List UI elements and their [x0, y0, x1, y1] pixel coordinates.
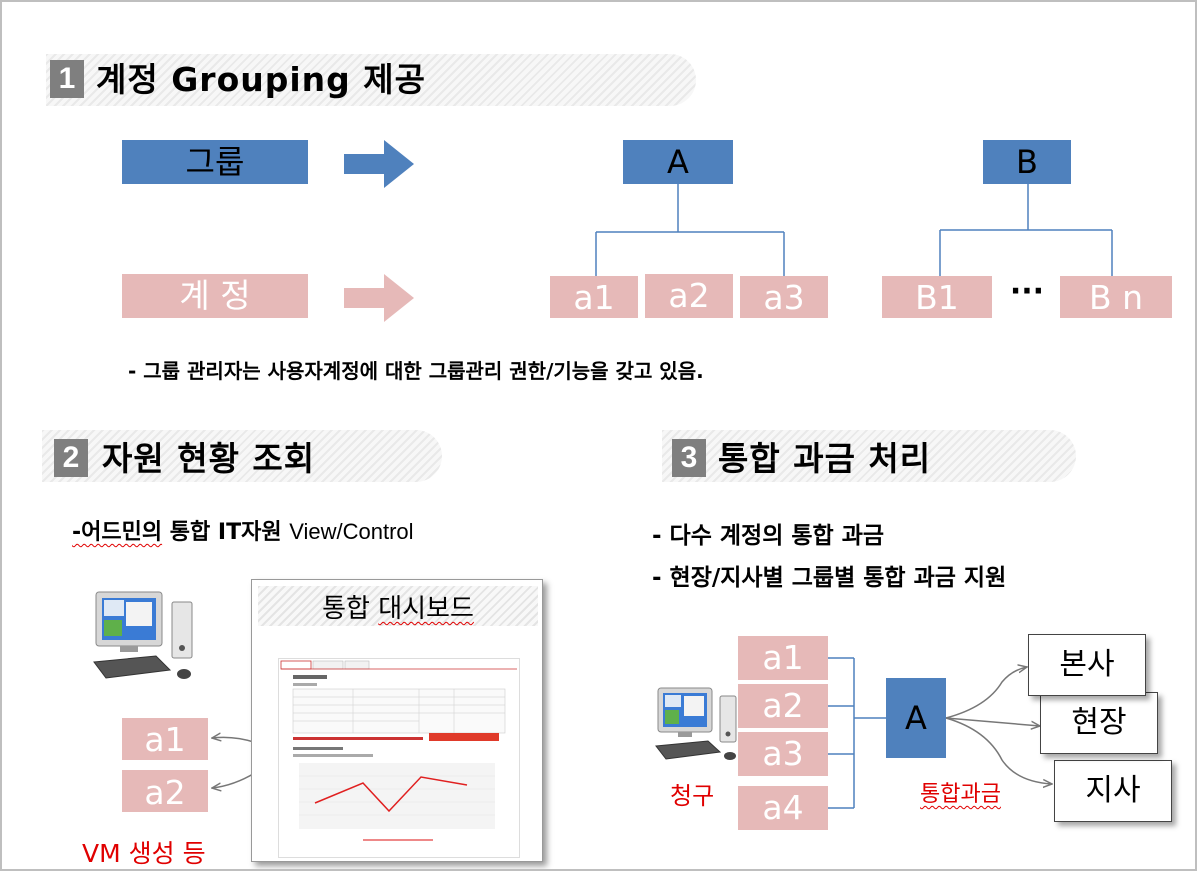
- account-a3-box: a3: [740, 276, 828, 318]
- account-b1-box: B1: [882, 276, 992, 318]
- tree-b-lines: [939, 184, 1113, 276]
- ellipsis: ···: [1009, 274, 1045, 309]
- account-a2-box: a2: [645, 274, 733, 318]
- bill-account-a2-box: a2: [738, 684, 828, 728]
- vm-create-caption: VM 생성 등: [82, 839, 206, 868]
- billing-bullet-1: - 다수 계정의 통합 과금: [652, 523, 885, 549]
- sec2-account-a1-box: a1: [122, 718, 208, 760]
- section2-number: 2: [54, 439, 88, 477]
- dashboard-thumbnail-image: [280, 660, 517, 841]
- billing-bullet-2: - 현장/지사별 그룹별 통합 과금 지원: [652, 565, 1007, 591]
- account-a1-box: a1: [550, 276, 638, 318]
- target-site-box: 현장: [1040, 692, 1158, 754]
- group-label-box: 그룹: [122, 140, 308, 184]
- section1-number: 1: [50, 60, 84, 98]
- target-hq-box: 본사: [1028, 634, 1146, 696]
- group-arrow-icon: [344, 140, 414, 188]
- bill-account-a3-box: a3: [738, 732, 828, 776]
- section1-header-band: [46, 54, 696, 106]
- account-label-box: 계 정: [122, 274, 308, 318]
- billing-tree-lines: [828, 657, 886, 809]
- section3-header-band: [662, 430, 1076, 482]
- dashboard-screenshot: [278, 658, 520, 858]
- group-admin-note: - 그룹 관리자는 사용자계정에 대한 그룹관리 권한/기능을 갖고 있음.: [128, 359, 704, 383]
- bill-group-a-box: A: [886, 678, 946, 758]
- dashboard-title-band: 통합 대시보드: [258, 586, 538, 626]
- target-branch-box: 지사: [1054, 760, 1172, 822]
- bill-account-a4-box: a4: [738, 786, 828, 830]
- billing-label: 청구: [670, 782, 715, 810]
- subtitle-admin: -어드민의: [72, 520, 163, 545]
- dashboard-title: 통합 대시보드: [258, 588, 538, 625]
- account-bn-box: B n: [1060, 276, 1172, 318]
- section1-title: 계정 Grouping 제공: [96, 60, 426, 99]
- computer-icon: [655, 687, 737, 760]
- group-b-box: B: [983, 140, 1071, 184]
- billing-target-arrows: [945, 667, 1052, 784]
- section2-title: 자원 현황 조회: [102, 439, 316, 478]
- tree-a-lines: [595, 184, 785, 276]
- bill-account-a1-box: a1: [738, 636, 828, 680]
- dashboard-title-main: 대시보드: [378, 594, 474, 624]
- account-arrow-icon: [344, 274, 414, 322]
- sec2-account-a2-box: a2: [122, 770, 208, 812]
- section3-title: 통합 과금 처리: [718, 439, 932, 478]
- integrated-billing-label: 통합과금: [920, 782, 1001, 807]
- computer-icon: [93, 591, 193, 679]
- section2-header-band: [42, 430, 442, 482]
- section2-subtitle: -어드민의 통합 IT자원 View/Control: [72, 514, 414, 546]
- subtitle-view-control: View/Control: [289, 519, 414, 544]
- section3-number: 3: [672, 439, 706, 477]
- dashboard-panel: 통합 대시보드: [251, 579, 543, 862]
- dashboard-title-prefix: 통합: [322, 594, 379, 624]
- group-a-box: A: [623, 140, 733, 184]
- subtitle-integrated-it: 통합 IT자원: [162, 520, 290, 545]
